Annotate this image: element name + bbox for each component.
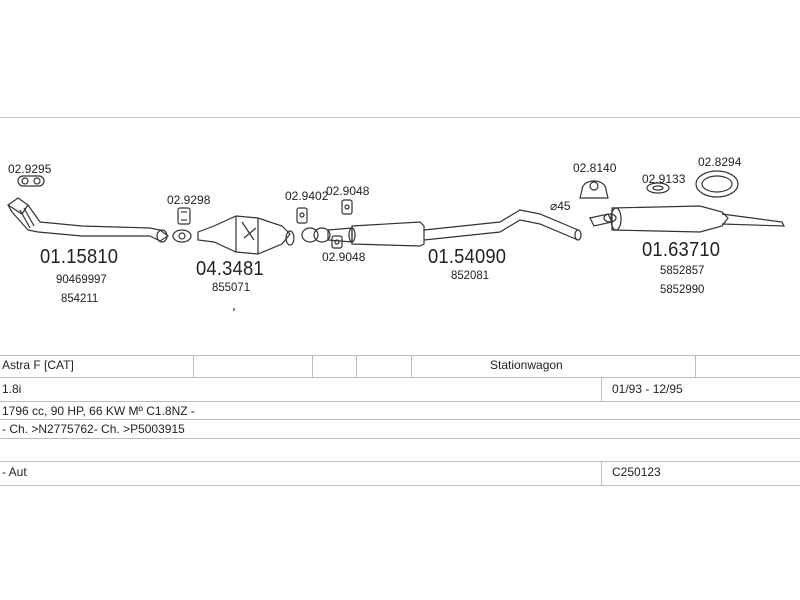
middle-silencer-icon	[327, 209, 582, 247]
part-ref-852081: 852081	[451, 268, 490, 282]
fitting-number-02-8294: 02.8294	[698, 155, 742, 169]
part-number-01-63710: 01.63710	[642, 239, 721, 261]
part-ref-5852857: 5852857	[660, 263, 705, 277]
vehicle-period: 01/93 - 12/95	[612, 382, 683, 396]
part-number-04-3481: 04.3481	[196, 258, 264, 280]
rear-silencer-icon	[589, 205, 785, 233]
part-ref-855071: 855071	[212, 280, 251, 294]
table-rule	[0, 401, 800, 402]
fitting-number-02-8140: 02.8140	[573, 161, 617, 175]
vehicle-model: Astra F [CAT]	[2, 358, 74, 372]
fitting-number-02-9402: 02.9402	[285, 189, 329, 203]
table-divider	[601, 461, 602, 485]
rubber-ring-icon	[646, 182, 670, 194]
fitting-number-02-9298: 02.9298	[167, 193, 211, 207]
pipe-diameter-label: ⌀45	[550, 199, 571, 213]
table-divider	[601, 377, 602, 401]
table-divider	[193, 355, 194, 377]
fitting-number-02-9133: 02.9133	[642, 172, 686, 186]
table-divider	[411, 355, 412, 377]
frame-top-border	[0, 117, 800, 118]
table-rule	[0, 461, 800, 462]
rubber-mount-icon	[331, 235, 343, 249]
part-number-01-54090: 01.54090	[428, 246, 507, 268]
table-rule	[0, 355, 800, 356]
vehicle-body-type: Stationwagon	[490, 358, 563, 372]
table-divider	[312, 355, 313, 377]
vehicle-spec: 1796 cc, 90 HP, 66 KW Mº C1.8NZ -	[2, 404, 195, 418]
part-ref-854211: 854211	[61, 291, 99, 305]
table-divider	[356, 355, 357, 377]
vehicle-code: C250123	[612, 465, 661, 479]
table-divider	[695, 355, 696, 377]
gasket-ring-icon	[695, 170, 739, 198]
fitting-number-02-9295: 02.9295	[8, 162, 52, 176]
fitting-number-02-9048-upper: 02.9048	[326, 184, 370, 198]
clamp-icon	[17, 175, 45, 187]
catalytic-converter-icon	[197, 215, 295, 255]
gasket-icon	[177, 207, 191, 225]
part-ref-90469997: 90469997	[56, 272, 107, 286]
part-number-01-15810: 01.15810	[40, 246, 119, 268]
table-rule	[0, 419, 800, 420]
table-rule	[0, 485, 800, 486]
vehicle-engine: 1.8i	[2, 382, 22, 396]
clamp-icon	[301, 227, 331, 243]
front-pipe-icon	[6, 197, 170, 243]
rubber-mount-icon	[296, 207, 308, 224]
exhaust-diagram	[6, 170, 785, 311]
rubber-mount-icon	[341, 199, 353, 215]
fitting-number-02-9048-lower: 02.9048	[322, 250, 366, 264]
vehicle-transmission: - Aut	[2, 465, 27, 479]
part-ref-5852990: 5852990	[660, 282, 705, 296]
table-rule	[0, 438, 800, 439]
table-rule	[0, 377, 800, 378]
flange-icon	[172, 229, 192, 243]
vehicle-chassis: - Ch. >N2775762- Ch. >P5003915	[2, 422, 185, 436]
hanger-icon	[579, 180, 609, 199]
